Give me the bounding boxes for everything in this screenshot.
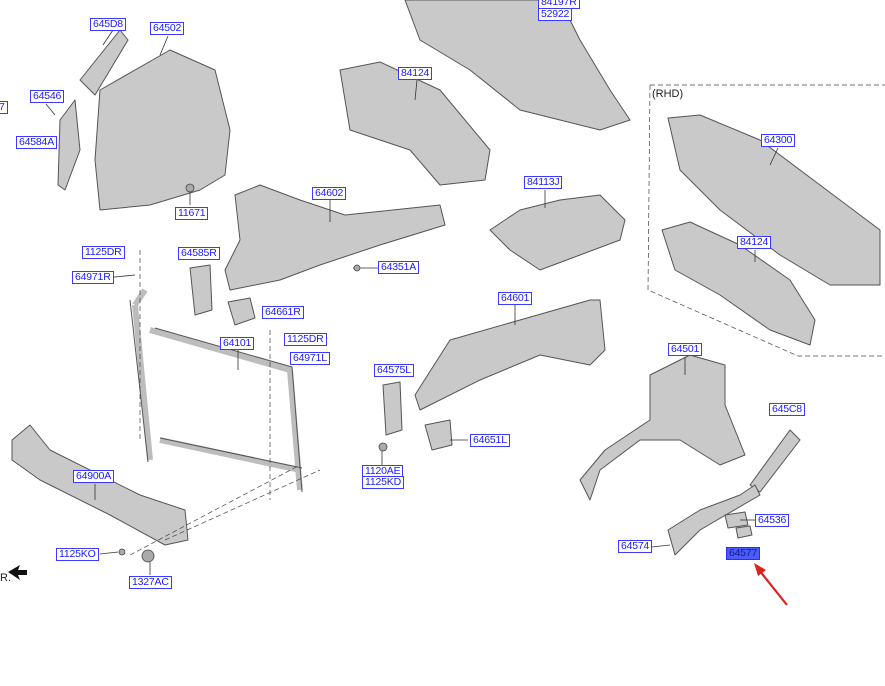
radiator-support-part xyxy=(132,288,303,491)
part-label-64900a[interactable]: 64900A xyxy=(73,470,115,483)
pillar-part xyxy=(79,29,129,96)
part-label-52922[interactable]: 52922 xyxy=(538,8,573,21)
bracket-64661r xyxy=(227,297,256,326)
part-label-64101[interactable]: 64101 xyxy=(220,337,255,350)
part-label-64574[interactable]: 64574 xyxy=(618,540,653,553)
bracket-64585r xyxy=(189,264,213,316)
pointer-arrow-icon xyxy=(754,563,788,606)
rail-64574 xyxy=(667,484,761,556)
bracket-64651l xyxy=(424,419,453,451)
part-label-1327ac[interactable]: 1327AC xyxy=(129,576,172,589)
bracket-64577 xyxy=(735,525,753,539)
side-member-64601 xyxy=(414,299,606,411)
rhd-insulator-part xyxy=(661,221,816,346)
part-label-645d8[interactable]: 645D8 xyxy=(90,18,126,31)
part-label-645c8[interactable]: 645C8 xyxy=(769,403,805,416)
part-label-1125dr-left[interactable]: 1125DR xyxy=(82,246,125,259)
insulator-part xyxy=(489,194,626,271)
part-label-7[interactable]: 7 xyxy=(0,101,8,114)
rhd-dashed-frame xyxy=(647,84,885,357)
fender-apron-part xyxy=(94,49,231,211)
part-label-64577-highlighted[interactable]: 64577 xyxy=(726,547,761,560)
part-label-84124-top[interactable]: 84124 xyxy=(398,67,433,80)
bracket-64575l xyxy=(382,381,403,436)
dash-insulator-part xyxy=(339,61,491,186)
part-label-64536[interactable]: 64536 xyxy=(755,514,790,527)
forward-arrow-icon xyxy=(8,565,27,580)
part-label-64971r[interactable]: 64971R xyxy=(72,271,114,284)
part-label-64601[interactable]: 64601 xyxy=(498,292,533,305)
part-label-1125dr-right[interactable]: 1125DR xyxy=(284,333,327,346)
part-label-64584a[interactable]: 64584A xyxy=(16,136,58,149)
part-label-64602[interactable]: 64602 xyxy=(312,187,347,200)
forward-label: R. xyxy=(0,572,11,584)
part-label-64651l[interactable]: 64651L xyxy=(470,434,510,447)
part-label-84124-rhd[interactable]: 84124 xyxy=(737,236,772,249)
apron-64501 xyxy=(579,354,746,501)
part-label-1125ko[interactable]: 1125KO xyxy=(56,548,99,561)
part-label-64546[interactable]: 64546 xyxy=(30,90,65,103)
part-label-64585r[interactable]: 64585R xyxy=(178,247,220,260)
bracket-64536 xyxy=(724,511,749,529)
bracket-part xyxy=(57,99,81,191)
part-label-64575l[interactable]: 64575L xyxy=(374,364,414,377)
bumper-beam-part xyxy=(11,424,189,546)
side-member-part xyxy=(224,184,446,291)
part-label-1125kd[interactable]: 1125KD xyxy=(362,476,404,489)
rhd-dash-panel-part xyxy=(667,114,881,286)
part-label-64300[interactable]: 64300 xyxy=(761,134,796,147)
part-label-64661r[interactable]: 64661R xyxy=(262,306,304,319)
part-label-64501[interactable]: 64501 xyxy=(668,343,703,356)
part-label-64351a[interactable]: 64351A xyxy=(378,261,420,274)
rhd-note: (RHD) xyxy=(652,88,684,100)
part-label-64502[interactable]: 64502 xyxy=(150,22,185,35)
part-label-64971l[interactable]: 64971L xyxy=(290,352,330,365)
radiator-support-outline xyxy=(129,299,303,493)
rail-645c8 xyxy=(749,429,801,493)
part-label-11671[interactable]: 11671 xyxy=(175,207,209,220)
part-label-84113j[interactable]: 84113J xyxy=(524,176,563,189)
